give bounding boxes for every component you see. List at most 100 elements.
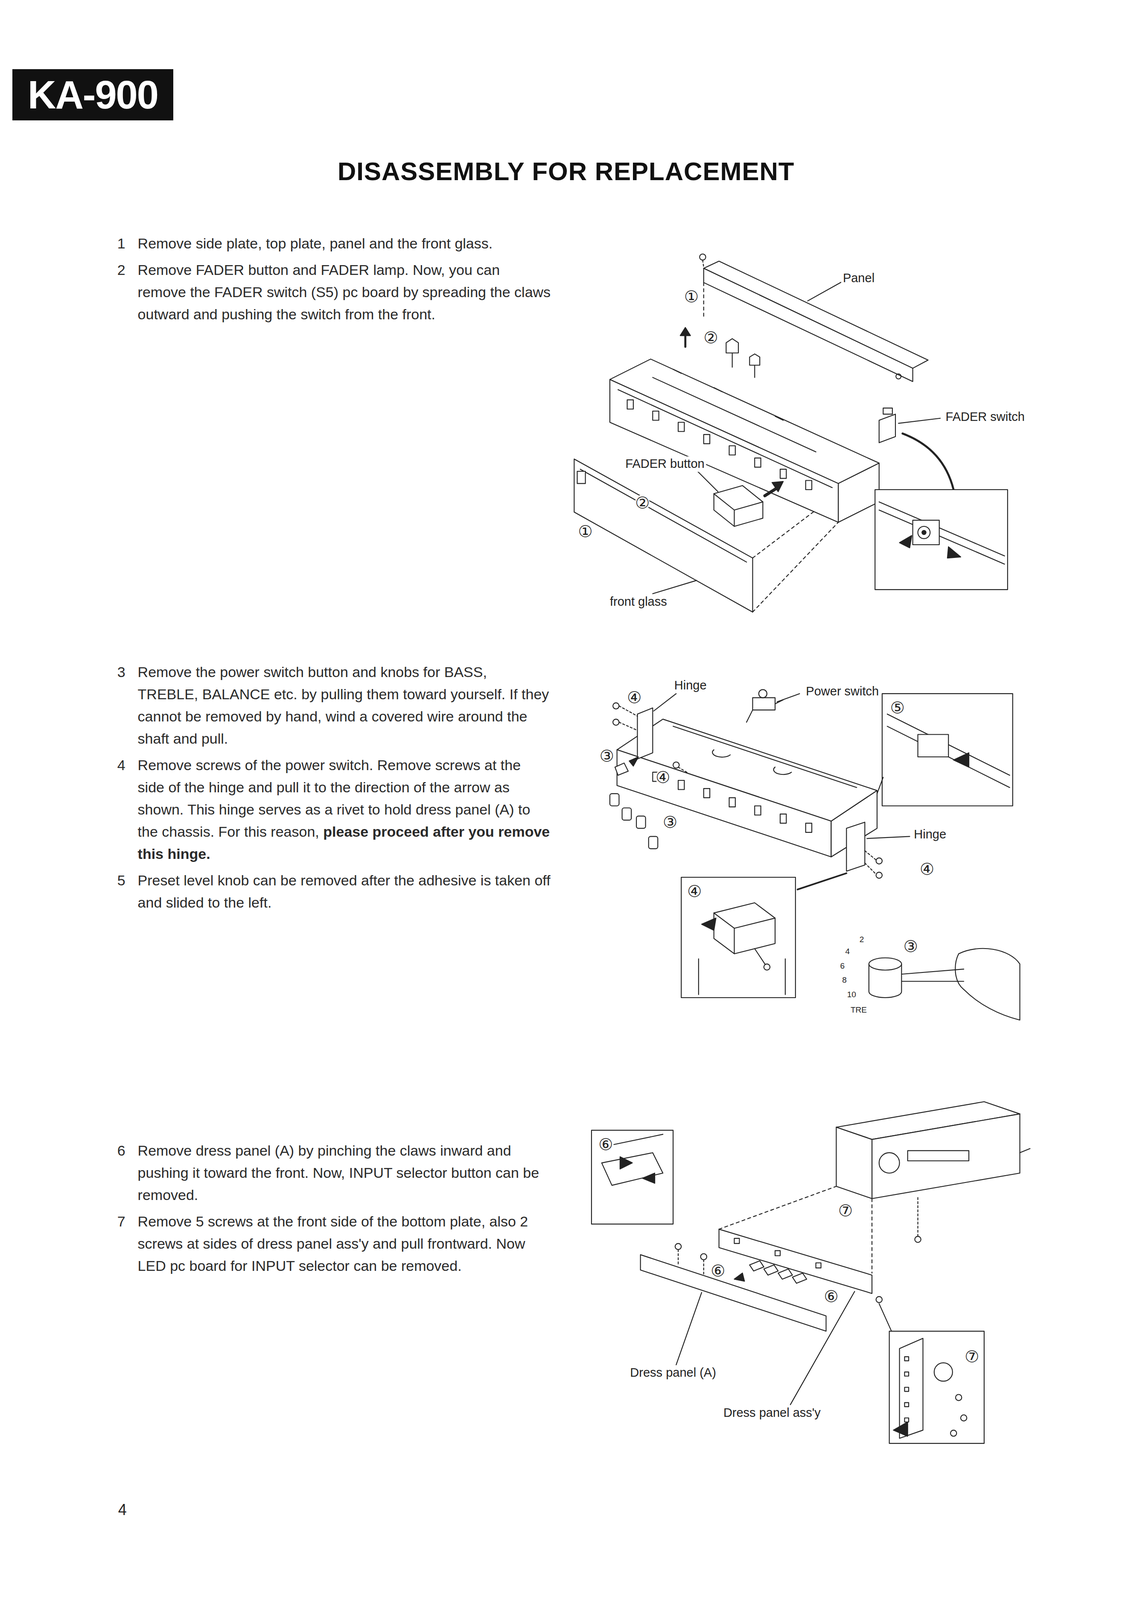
power-switch-disassembly-figure <box>777 693 800 702</box>
callout-number: ④ <box>655 769 671 786</box>
step-text: Preset level knob can be removed after t… <box>137 871 551 911</box>
dress-panel-disassembly-figure <box>899 1337 924 1438</box>
dress-panel-disassembly-figure <box>749 1260 807 1283</box>
dress-panel-disassembly-figure <box>917 1195 919 1237</box>
dress-panel-disassembly-figure <box>836 1126 872 1199</box>
power-switch-disassembly-figure <box>648 836 659 849</box>
dress-panel-disassembly-figure <box>734 1272 745 1281</box>
step-number: 7 <box>117 1209 126 1233</box>
step-number: 5 <box>117 868 126 892</box>
dress-panel-disassembly-figure <box>601 1152 663 1185</box>
step-paragraph: Remove side plate, top plate, panel and … <box>137 232 551 255</box>
power-switch-disassembly-figure <box>622 807 632 821</box>
callout-number: ③ <box>662 813 678 831</box>
dress-panel-disassembly-figure <box>934 1362 953 1381</box>
dress-panel-disassembly-figure <box>591 1130 674 1225</box>
fader-disassembly-figure <box>680 327 691 336</box>
step-paragraph: Remove the power switch button and knobs… <box>137 660 551 750</box>
part-label: Hinge <box>912 826 948 842</box>
model-badge: KA-900 <box>12 69 174 120</box>
dial-scale-number: 2 <box>859 934 865 945</box>
part-label: FADER button <box>623 456 706 472</box>
dress-panel-disassembly-figure <box>642 1172 655 1184</box>
page-title: DISASSEMBLY FOR REPLACEMENT <box>337 156 795 187</box>
step-number: 1 <box>117 232 126 255</box>
dress-panel-disassembly-figure <box>676 1292 702 1365</box>
fader-disassembly-figure <box>879 413 896 443</box>
page-number: 4 <box>118 1500 127 1519</box>
power-switch-disassembly-figure <box>617 749 832 857</box>
fader-disassembly-figure <box>703 268 913 382</box>
fader-disassembly-figure <box>697 471 718 492</box>
power-switch-disassembly-figure <box>754 948 765 964</box>
power-switch-disassembly-figure <box>864 850 876 875</box>
power-switch-disassembly-figure <box>612 719 619 726</box>
dress-panel-disassembly-figure <box>960 1414 967 1421</box>
fader-disassembly-figure <box>574 458 753 612</box>
fader-disassembly-figure <box>874 489 1008 590</box>
dress-panel-disassembly-figure <box>790 1291 855 1405</box>
fader-disassembly-figure <box>895 373 901 379</box>
fader-disassembly-figure <box>702 259 704 268</box>
fader-disassembly-figure <box>764 488 776 496</box>
step-number: 4 <box>117 753 126 776</box>
dress-panel-disassembly-figure <box>955 1394 962 1401</box>
power-switch-disassembly-figure <box>637 707 653 759</box>
callout-number: ④ <box>626 689 642 706</box>
fader-disassembly-figure <box>684 334 687 347</box>
step-paragraph: Remove screws of the power switch. Remov… <box>137 753 551 865</box>
part-label: Dress panel ass'y <box>721 1405 823 1420</box>
dress-panel-disassembly-figure <box>734 1238 821 1268</box>
callout-number: ⑦ <box>964 1348 980 1365</box>
power-switch-disassembly-figure <box>678 766 689 773</box>
power-switch-disassembly-figure <box>752 697 776 710</box>
power-switch-disassembly-figure <box>918 734 949 757</box>
fader-disassembly-figure <box>627 399 813 490</box>
callout-number: ⑥ <box>710 1262 726 1279</box>
power-switch-disassembly-figure <box>763 963 770 970</box>
power-switch-disassembly-figure <box>901 968 964 982</box>
power-switch-disassembly-figure <box>653 693 677 712</box>
dress-panel-disassembly-figure <box>640 1254 827 1331</box>
callout-number: ⑦ <box>838 1202 853 1219</box>
step-paragraph: Remove dress panel (A) by pinching the c… <box>137 1139 551 1206</box>
dress-panel-disassembly-figure <box>876 1296 883 1303</box>
power-switch-disassembly-figure <box>846 822 865 872</box>
dress-panel-disassembly-figure <box>893 1421 908 1436</box>
fader-disassembly-figure <box>749 353 760 378</box>
power-switch-disassembly-figure <box>609 793 620 806</box>
fader-disassembly-figure <box>899 535 913 549</box>
step-number: 3 <box>117 660 126 683</box>
callout-number: ⑤ <box>890 699 905 716</box>
part-label: Panel <box>841 271 877 286</box>
power-switch-disassembly-figure <box>797 872 847 890</box>
fader-disassembly-figure <box>947 546 961 558</box>
power-switch-disassembly-figure <box>629 756 639 767</box>
callout-number: ① <box>578 523 593 540</box>
step-number: 6 <box>117 1139 126 1162</box>
fader-disassembly-figure <box>772 481 784 492</box>
fader-disassembly-figure <box>574 253 1008 613</box>
fader-disassembly-figure <box>883 408 893 414</box>
dress-panel-disassembly-figure <box>914 1235 921 1242</box>
part-label: Dress panel (A) <box>628 1365 718 1381</box>
fader-disassembly-figure <box>725 338 739 368</box>
dial-scale-number: 10 <box>846 989 857 1000</box>
power-switch-disassembly-figure <box>887 714 1010 788</box>
fader-disassembly-figure <box>652 369 816 452</box>
power-switch-disassembly-figure <box>618 705 638 731</box>
dress-panel-disassembly-figure <box>950 1429 957 1436</box>
callout-number: ② <box>635 494 650 511</box>
fader-disassembly-figure <box>879 501 1005 565</box>
power-switch-disassembly-figure <box>673 725 857 788</box>
power-switch-disassembly-figure <box>955 948 1020 1021</box>
step-text: Remove the power switch button and knobs… <box>137 663 550 747</box>
fader-disassembly-figure <box>902 433 954 490</box>
power-switch-disassembly-figure <box>758 689 767 698</box>
fader-disassembly-figure <box>898 418 941 424</box>
dial-scale-number: 8 <box>841 975 848 985</box>
step-text: Remove dress panel (A) by pinching the c… <box>137 1142 540 1203</box>
dress-panel-disassembly-figure <box>1020 1148 1031 1153</box>
dress-panel-disassembly-figure <box>591 1101 1031 1443</box>
